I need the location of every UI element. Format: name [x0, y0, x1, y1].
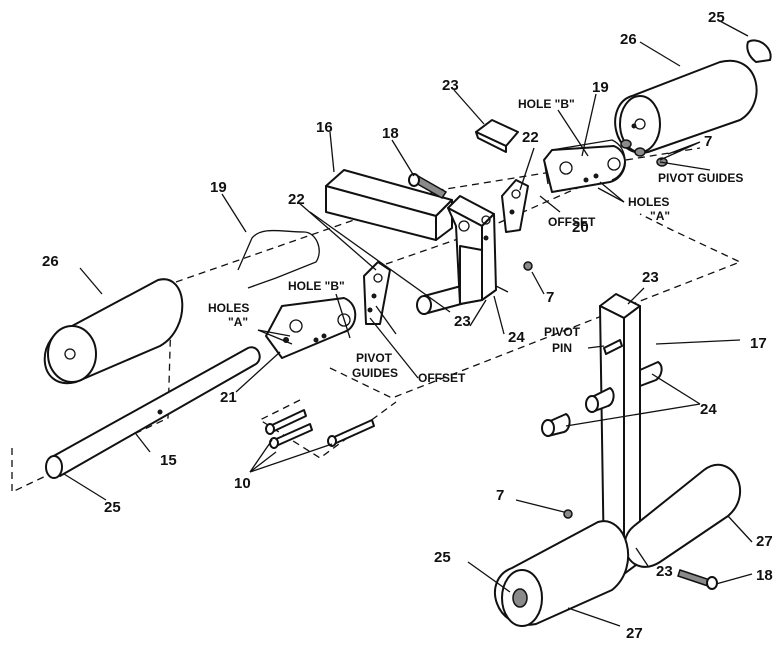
- bracket-21: [265, 297, 357, 359]
- label-pivot-right: PIVOT: [544, 325, 581, 339]
- pivot-pin: [603, 339, 623, 355]
- label-holes-right: HOLES: [628, 195, 669, 209]
- label-23-middle: 23: [454, 313, 471, 330]
- nut-7-middle: [523, 261, 533, 271]
- center-upright: [447, 195, 497, 305]
- callout-labels: 25 26 19 HOLE "B" 23 18 16 22 7 PIVOT GU…: [42, 9, 773, 642]
- bolts-10: [265, 409, 375, 449]
- label-holes-left: HOLES: [208, 301, 249, 315]
- label-25-lower: 25: [434, 549, 451, 566]
- offset-plate-22-left: [363, 261, 391, 325]
- label-18-lower: 18: [756, 567, 773, 584]
- roller-pad-back-27: [623, 463, 741, 568]
- label-pivot-left: PIVOT: [356, 351, 393, 365]
- wire-19-right: [543, 139, 626, 185]
- label-25-top-right: 25: [708, 9, 725, 26]
- nut-7-lower: [563, 509, 573, 519]
- label-27-right: 27: [756, 533, 773, 550]
- label-16: 16: [316, 119, 333, 136]
- end-cap-25-lower: [512, 588, 528, 608]
- bracket-20: [543, 145, 626, 193]
- end-cap-25-left: [45, 455, 63, 479]
- tube-15: [49, 346, 261, 477]
- roller-pad-right-26: [614, 59, 758, 154]
- label-23-top: 23: [442, 77, 459, 94]
- wire-19-left: [237, 229, 320, 289]
- bolt-18-upper: [408, 173, 448, 199]
- label-17: 17: [750, 335, 767, 352]
- label-26-left: 26: [42, 253, 59, 270]
- label-10: 10: [234, 475, 251, 492]
- end-cap-25-upper: [746, 39, 772, 63]
- label-7-middle: 7: [546, 289, 554, 306]
- label-hole-a-right: "A": [650, 209, 670, 223]
- offset-plate-22-right: [501, 179, 529, 233]
- label-hole-b-left: HOLE "B": [288, 279, 345, 293]
- beam-16: [325, 169, 453, 241]
- label-offset-right: OFFSET: [548, 215, 596, 229]
- bolt-18-lower: [677, 569, 718, 590]
- label-26-top-right: 26: [620, 31, 637, 48]
- label-21: 21: [220, 389, 237, 406]
- label-19-left: 19: [210, 179, 227, 196]
- label-23-right-top: 23: [642, 269, 659, 286]
- leader-lines: [63, 19, 753, 627]
- label-23-lower: 23: [656, 563, 673, 580]
- roller-pad-left-26: [43, 278, 184, 385]
- label-25-left: 25: [104, 499, 121, 516]
- label-27-lower: 27: [626, 625, 643, 642]
- label-18-top: 18: [382, 125, 399, 142]
- label-7-lower: 7: [496, 487, 504, 504]
- label-pin-right: PIN: [552, 341, 572, 355]
- label-hole-b-right: HOLE "B": [518, 97, 575, 111]
- label-24-middle: 24: [508, 329, 525, 346]
- label-22-top-right: 22: [522, 129, 539, 146]
- roller-pad-front-27: [494, 520, 630, 627]
- label-22-left: 22: [288, 191, 305, 208]
- end-cap-23-upper: [475, 119, 519, 153]
- label-19-top-right: 19: [592, 79, 609, 96]
- label-20: 20: [572, 219, 589, 236]
- label-pivot-guides-right: PIVOT GUIDES: [658, 171, 743, 185]
- label-offset-left: OFFSET: [418, 371, 466, 385]
- label-7-top-right: 7: [704, 133, 712, 150]
- label-24-right: 24: [700, 401, 717, 418]
- label-hole-a-left: "A": [228, 315, 248, 329]
- label-guides-left: GUIDES: [352, 366, 398, 380]
- label-15: 15: [160, 452, 177, 469]
